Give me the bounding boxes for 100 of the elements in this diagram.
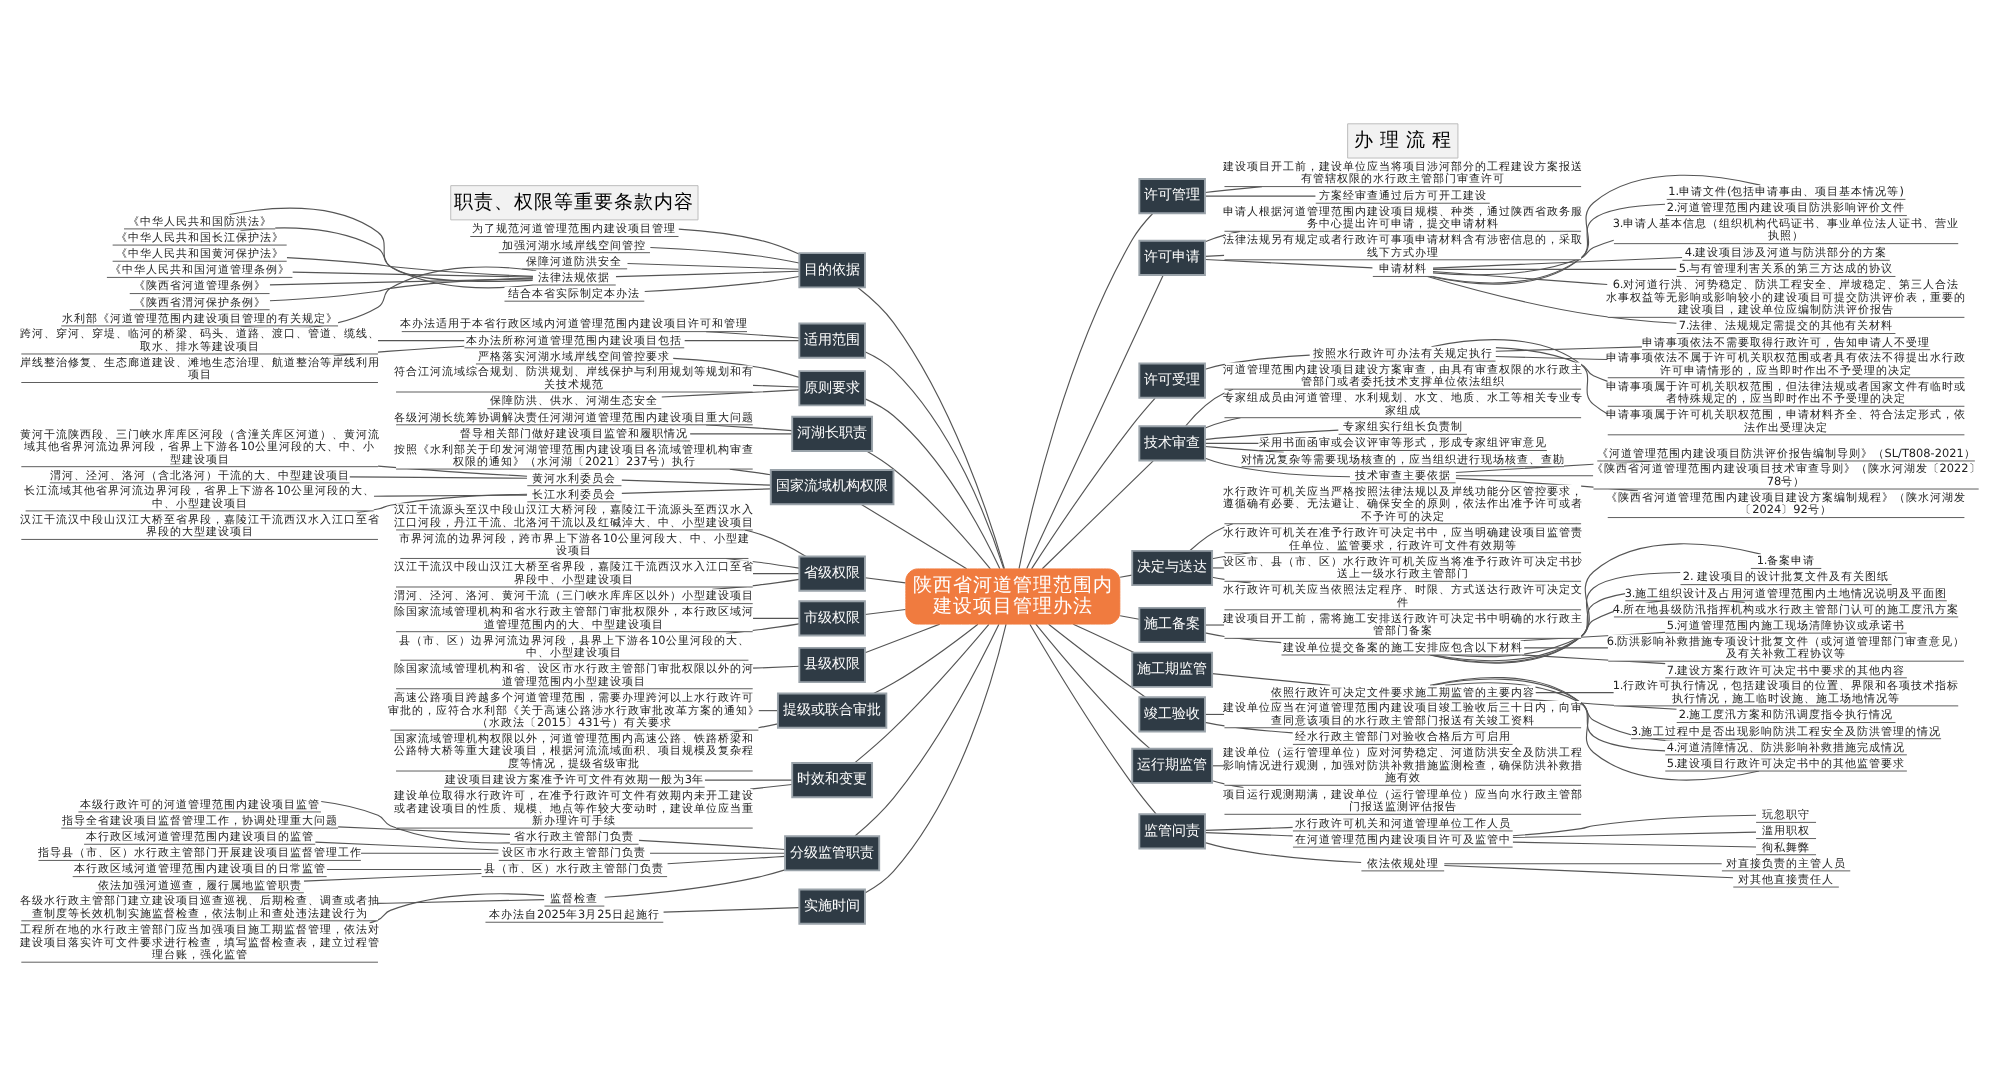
connector <box>1495 355 1608 361</box>
connector <box>1204 632 1282 644</box>
connector <box>857 286 1005 570</box>
connector <box>854 623 1000 837</box>
connector <box>360 852 500 854</box>
connector <box>662 907 800 913</box>
connector <box>1204 826 1294 831</box>
connector <box>678 228 800 255</box>
connector <box>1443 864 1734 879</box>
connector <box>303 872 483 882</box>
connector <box>349 476 528 479</box>
connector <box>1429 174 1761 285</box>
connector <box>1432 270 1608 286</box>
connector <box>1430 339 1609 415</box>
connector <box>1204 624 1225 626</box>
connector <box>864 577 907 584</box>
connector <box>228 207 534 282</box>
connector <box>864 398 1001 570</box>
connector <box>1204 832 1294 837</box>
node-box: 陕西省河道管理范围内建设项目管理办法 <box>905 568 1121 625</box>
connector <box>1521 654 1666 665</box>
connector <box>369 893 545 924</box>
connector <box>621 488 772 494</box>
connector <box>649 852 786 854</box>
connector <box>1204 354 1311 370</box>
connector <box>1495 347 1609 382</box>
connector <box>1211 673 1331 686</box>
connector <box>860 503 968 570</box>
connector <box>1035 623 1151 749</box>
connector <box>752 573 800 575</box>
connector <box>672 357 800 378</box>
connector <box>705 331 800 339</box>
connector <box>1204 842 1362 864</box>
connector <box>326 868 483 871</box>
connector <box>752 665 800 669</box>
connector <box>705 424 793 432</box>
connector <box>661 389 800 398</box>
connector <box>1512 814 1757 837</box>
connector <box>1432 678 1666 752</box>
connector <box>1204 445 1285 453</box>
connector <box>239 227 534 289</box>
connector <box>1430 571 1681 663</box>
connector <box>1204 442 1260 444</box>
connector <box>865 450 991 570</box>
connector <box>377 340 465 342</box>
connector <box>752 384 800 388</box>
connector <box>689 433 793 435</box>
connector <box>1211 567 1225 569</box>
connector <box>1204 254 1225 257</box>
label: 办 理 流 程 <box>1353 129 1452 152</box>
connector <box>1041 460 1154 570</box>
connector <box>1429 543 1762 664</box>
connector <box>286 257 534 277</box>
connector <box>749 783 793 790</box>
connector <box>1204 457 1351 478</box>
connector <box>1204 195 1317 197</box>
connector <box>752 617 800 619</box>
connector <box>1432 239 1615 276</box>
connector <box>1018 212 1154 570</box>
connector <box>864 351 1005 570</box>
connector <box>1495 346 1643 352</box>
connector <box>638 839 786 851</box>
connector <box>1433 593 1626 662</box>
connector <box>603 869 786 898</box>
connector <box>1534 692 1615 694</box>
connector <box>649 246 800 264</box>
connector <box>711 578 800 590</box>
connector <box>1432 256 1683 269</box>
connector <box>1119 574 1133 578</box>
connector <box>744 529 807 558</box>
connector <box>337 826 511 835</box>
connector <box>1026 274 1164 570</box>
connector <box>864 623 941 654</box>
label: 职责、权限等重要条款内容 <box>454 191 695 214</box>
connector <box>1512 841 1757 848</box>
connector <box>373 494 528 497</box>
connector <box>1204 721 1294 734</box>
connector <box>864 608 907 616</box>
connector <box>1443 863 1723 865</box>
connector <box>684 340 800 342</box>
connector <box>291 271 534 278</box>
connector <box>269 278 534 286</box>
connector <box>314 841 500 851</box>
connector <box>1204 258 1374 269</box>
connector <box>615 270 800 278</box>
connector <box>377 465 528 477</box>
connector <box>873 623 979 695</box>
connector <box>1204 417 1242 429</box>
connector <box>377 899 545 904</box>
connector <box>1029 623 1157 815</box>
connector <box>644 275 800 293</box>
connector <box>269 277 534 302</box>
connector <box>1204 713 1225 715</box>
connector <box>1431 203 1666 284</box>
connector <box>854 623 990 764</box>
connector <box>626 262 800 270</box>
connector <box>1048 623 1147 698</box>
connector <box>1520 631 1666 642</box>
connector <box>1432 268 1677 270</box>
connector <box>1429 677 1760 781</box>
